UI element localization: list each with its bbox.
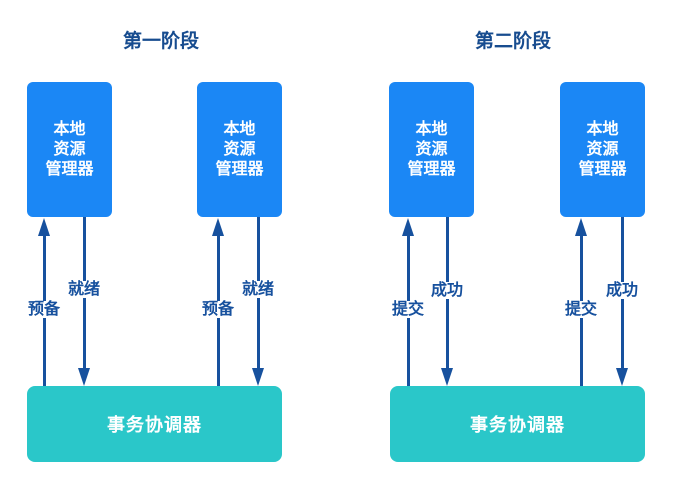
coordinator-label: 事务协调器	[470, 415, 565, 435]
phase-1-title: 第一阶段	[122, 31, 200, 52]
coordinator-box: 事务协调器	[390, 386, 645, 462]
ready-arrow	[78, 217, 90, 386]
arrow-head-down-icon	[252, 368, 264, 386]
arrow-label-ready: 就绪	[238, 281, 278, 298]
arrow-head-up-icon	[212, 218, 224, 236]
arrow-label-ready: 就绪	[64, 281, 104, 298]
resource-manager-box: 本地 资源 管理器	[27, 82, 112, 217]
arrow-label-prepare: 预备	[198, 301, 238, 318]
arrow-label-prepare: 预备	[24, 301, 64, 318]
arrow-head-up-icon	[402, 218, 414, 236]
coordinator-box: 事务协调器	[27, 386, 282, 462]
resource-manager-label-line: 本地	[223, 120, 256, 138]
coordinator-label: 事务协调器	[107, 415, 202, 435]
arrow-head-down-icon	[616, 368, 628, 386]
resource-manager-label-line: 管理器	[578, 160, 627, 178]
resource-manager-label-line: 管理器	[215, 160, 264, 178]
phase-2-title: 第二阶段	[474, 31, 552, 52]
resource-manager-label-line: 本地	[586, 120, 619, 138]
resource-manager-box: 本地 资源 管理器	[389, 82, 474, 217]
arrow-head-up-icon	[575, 218, 587, 236]
resource-manager-box: 本地 资源 管理器	[560, 82, 645, 217]
arrow-label-success: 成功	[602, 282, 642, 299]
arrow-head-down-icon	[78, 368, 90, 386]
resource-manager-label-line: 本地	[53, 120, 86, 138]
resource-manager-label-line: 管理器	[407, 160, 456, 178]
resource-manager-label-line: 本地	[415, 120, 448, 138]
resource-manager-label-line: 资源	[586, 140, 619, 158]
resource-manager-label-line: 资源	[223, 140, 256, 158]
arrow-head-up-icon	[38, 218, 50, 236]
ready-arrow	[252, 217, 264, 386]
arrow-label-success: 成功	[427, 282, 467, 299]
success-arrow	[616, 217, 628, 386]
resource-manager-box: 本地 资源 管理器	[197, 82, 282, 217]
resource-manager-label-line: 资源	[53, 140, 86, 158]
resource-manager-label-line: 资源	[415, 140, 448, 158]
success-arrow	[441, 217, 453, 386]
resource-manager-label-line: 管理器	[45, 160, 94, 178]
arrow-label-commit: 提交	[561, 301, 601, 318]
arrow-head-down-icon	[441, 368, 453, 386]
arrow-label-commit: 提交	[388, 301, 428, 318]
